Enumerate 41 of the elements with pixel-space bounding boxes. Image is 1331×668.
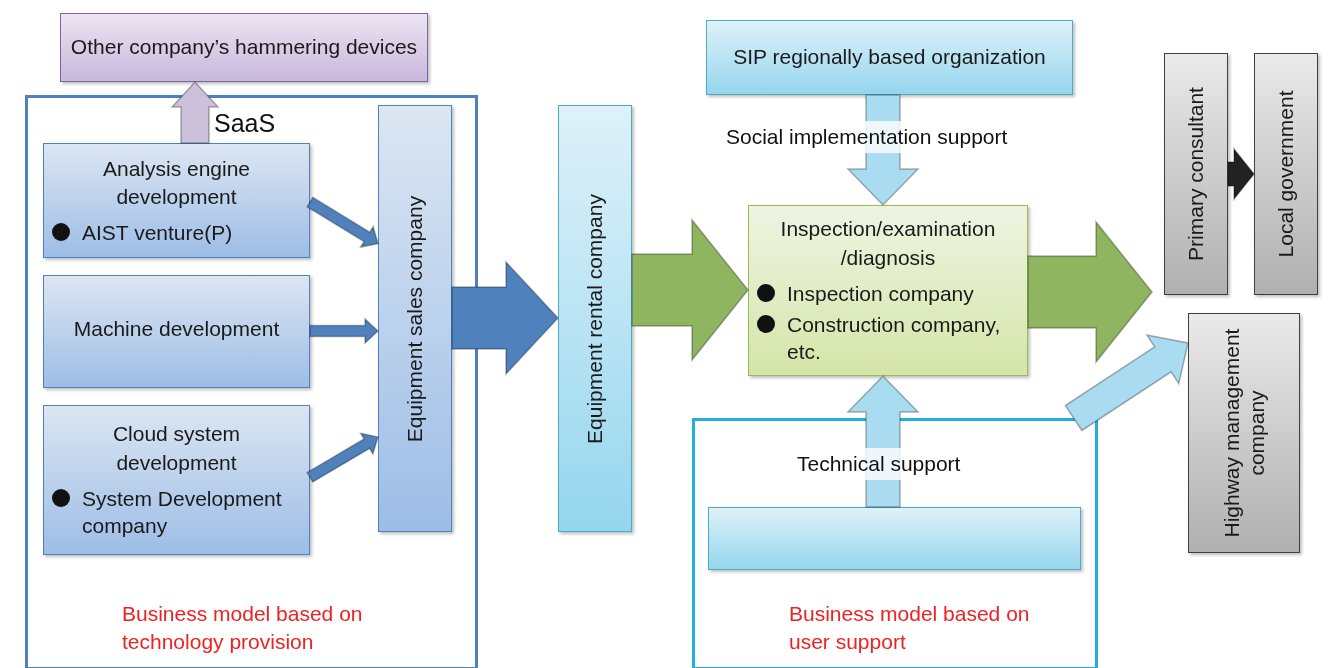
node-label: Equipment sales company bbox=[402, 194, 428, 444]
group-frame bbox=[25, 95, 478, 668]
block-arrow bbox=[1027, 219, 1153, 365]
bullet-text: AIST venture(P) bbox=[82, 220, 233, 247]
node-title: Machine development bbox=[73, 316, 280, 343]
edge-label: SaaS bbox=[213, 108, 277, 139]
node-label: Primary consultant bbox=[1183, 86, 1209, 263]
node-label: Highway management company bbox=[1218, 327, 1269, 540]
block-arrow bbox=[306, 196, 379, 249]
group-caption: Business model based on user support bbox=[789, 601, 1031, 655]
node-label: Local government bbox=[1273, 89, 1299, 260]
process-box bbox=[43, 143, 310, 258]
company-box bbox=[558, 105, 632, 532]
node-title: Analysis engine development bbox=[101, 155, 252, 210]
node-title: Cloud system development bbox=[111, 421, 242, 476]
bullet-text: System Development company bbox=[82, 486, 283, 540]
node-label: Other company’s hammering devices bbox=[70, 34, 418, 61]
device-box bbox=[60, 13, 428, 82]
process-box bbox=[43, 275, 310, 388]
stakeholder-box bbox=[1164, 53, 1228, 295]
group-caption: Business model based on technology provision bbox=[122, 601, 364, 655]
bullet-text: Construction company, etc. bbox=[787, 312, 1002, 366]
block-arrow bbox=[306, 432, 379, 483]
block-arrow bbox=[631, 217, 749, 363]
block-arrow bbox=[309, 317, 380, 345]
bullet-text: Inspection company bbox=[787, 280, 974, 307]
node-title: Inspection/examination /diagnosis bbox=[779, 216, 997, 271]
block-arrow bbox=[1227, 146, 1255, 202]
company-box bbox=[378, 105, 452, 532]
block-arrow bbox=[1064, 334, 1189, 432]
block-arrow bbox=[451, 260, 560, 376]
node-label: SIP regionally based organization bbox=[733, 44, 1046, 71]
group-frame bbox=[692, 418, 1098, 668]
organization-box bbox=[706, 20, 1073, 95]
stakeholder-box bbox=[1188, 313, 1300, 553]
company-box bbox=[708, 507, 1081, 570]
stakeholder-box bbox=[1254, 53, 1318, 295]
node-label: Equipment rental company bbox=[582, 192, 608, 446]
process-box bbox=[748, 205, 1028, 376]
block-arrow bbox=[170, 80, 220, 144]
process-box bbox=[43, 405, 310, 555]
